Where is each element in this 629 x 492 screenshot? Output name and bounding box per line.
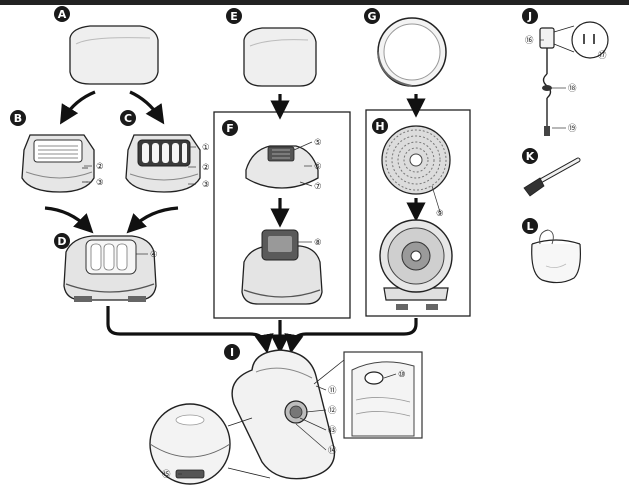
callout-7: ⑦ (314, 182, 322, 192)
svg-text:G: G (367, 10, 376, 23)
inset-lamp-detail (351, 361, 415, 437)
part-g-round-cap (377, 17, 447, 87)
part-b-shaver-head (21, 134, 95, 193)
badge-j: J (522, 8, 538, 24)
callout-18: ⑱ (568, 84, 577, 94)
callout-3b: ③ (96, 178, 104, 188)
part-f-brush-head (245, 145, 319, 189)
callout-12: ⑫ (328, 406, 337, 416)
callout-5: ⑤ (314, 138, 322, 148)
leader-lines (84, 39, 566, 475)
callout-16: ⑯ (525, 36, 534, 46)
badge-b: B (10, 110, 26, 126)
badge-l: L (522, 218, 538, 234)
part-h-pad-holder (379, 219, 453, 310)
svg-text:D: D (57, 235, 66, 248)
arrow-b-d (44, 206, 94, 234)
badge-g: G (364, 8, 380, 24)
callout-19: ⑲ (568, 124, 577, 134)
badge-c: C (120, 110, 136, 126)
callout-10: ⑩ (398, 370, 406, 380)
svg-text:E: E (230, 10, 238, 23)
part-h-mesh-pad (381, 125, 451, 195)
svg-text:H: H (375, 120, 384, 133)
callout-1: ① (202, 143, 210, 153)
svg-text:J: J (527, 10, 532, 23)
svg-text:C: C (124, 112, 132, 125)
top-border (0, 0, 629, 5)
svg-text:A: A (58, 8, 67, 21)
callout-4: ④ (150, 250, 158, 260)
svg-text:K: K (526, 150, 535, 163)
part-i-main-body (231, 349, 345, 480)
callout-2c: ② (202, 163, 210, 173)
arrow-h-i (284, 318, 418, 354)
part-a-cap (69, 25, 159, 85)
callout-13: ⑬ (328, 426, 337, 436)
callout-6: ⑥ (314, 162, 322, 172)
svg-text:F: F (226, 122, 234, 135)
part-c-epilating-head (125, 134, 201, 193)
arrow-a-b (59, 90, 96, 125)
badge-d: D (54, 233, 70, 249)
badge-i: I (224, 344, 240, 360)
part-l-pouch (531, 229, 581, 284)
inset-bottom-view (149, 403, 271, 485)
badge-e: E (226, 8, 242, 24)
callout-15: ⑮ (162, 470, 171, 480)
badge-a: A (54, 6, 70, 22)
badge-f: F (222, 120, 238, 136)
arrow-a-c (129, 90, 165, 125)
part-j-ac-adaptor (539, 21, 609, 136)
arrow-c-d (126, 206, 179, 234)
part-e-cap (243, 27, 317, 87)
callout-17: ⑰ (598, 51, 607, 61)
part-f-assembled-base (241, 229, 323, 305)
badge-h: H (372, 118, 388, 134)
part-d-head-base (63, 235, 157, 302)
arrow-d-i (106, 306, 274, 354)
callout-8: ⑧ (314, 238, 322, 248)
svg-text:B: B (14, 112, 22, 125)
callout-2b: ② (96, 162, 104, 172)
callout-9: ⑨ (436, 209, 444, 219)
part-k-cleaning-brush (523, 157, 581, 197)
callout-3c: ③ (202, 180, 210, 190)
svg-text:L: L (526, 220, 533, 233)
callout-14: ⑭ (328, 446, 337, 456)
callout-11: ⑪ (328, 386, 337, 396)
svg-text:I: I (230, 346, 234, 359)
badge-k: K (522, 148, 538, 164)
